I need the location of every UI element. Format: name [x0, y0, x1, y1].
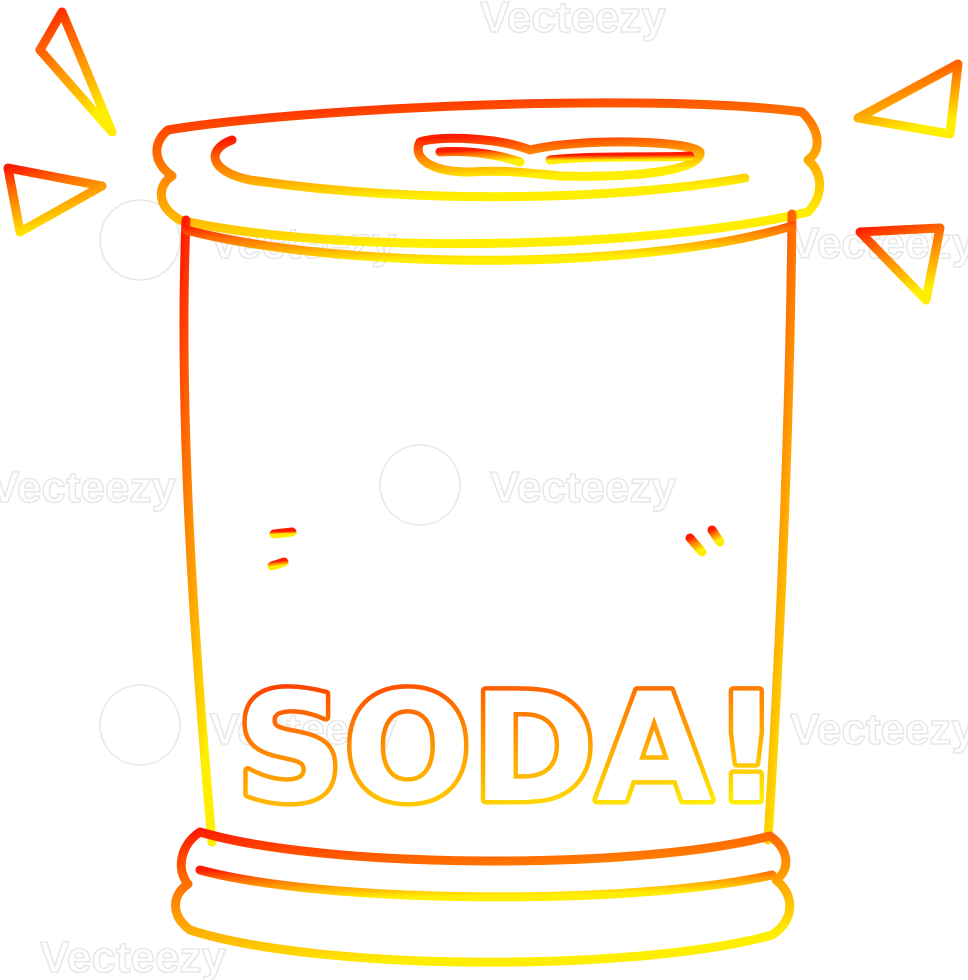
pull-tab-icon [413, 133, 705, 181]
burst-mark-icon [855, 223, 945, 305]
watermark-logo-icon [99, 199, 181, 281]
pull-tab-hole [545, 151, 695, 165]
watermark-text: Vecteezy [210, 705, 396, 754]
burst-mark-icon [853, 59, 963, 139]
shine-mark [269, 527, 297, 539]
burst-mark-icon [35, 7, 117, 137]
can-top-rim [152, 98, 825, 249]
can-top-inner [210, 135, 750, 202]
watermark-logo-icon [379, 444, 461, 526]
can-body-upper-line [181, 221, 797, 265]
watermark-logo-icon [99, 684, 181, 766]
can-bottom-band [171, 827, 795, 967]
can-body-right [763, 209, 797, 845]
burst-mark-icon [3, 163, 107, 237]
watermark-text: Vecteezy [0, 463, 176, 512]
watermark-text: Vecteezy [480, 0, 666, 42]
can-body-left [179, 215, 217, 847]
can-bottom-line [195, 865, 777, 902]
can-label-text: SODA! [236, 662, 781, 836]
watermark-text: Vecteezy [790, 705, 968, 754]
watermark-text: Vecteezy [490, 463, 676, 512]
shine-mark [707, 525, 725, 547]
shine-mark [267, 557, 289, 571]
watermark-text: Vecteezy [40, 933, 226, 980]
pull-tab-hole [435, 147, 525, 167]
shine-mark [685, 533, 707, 557]
